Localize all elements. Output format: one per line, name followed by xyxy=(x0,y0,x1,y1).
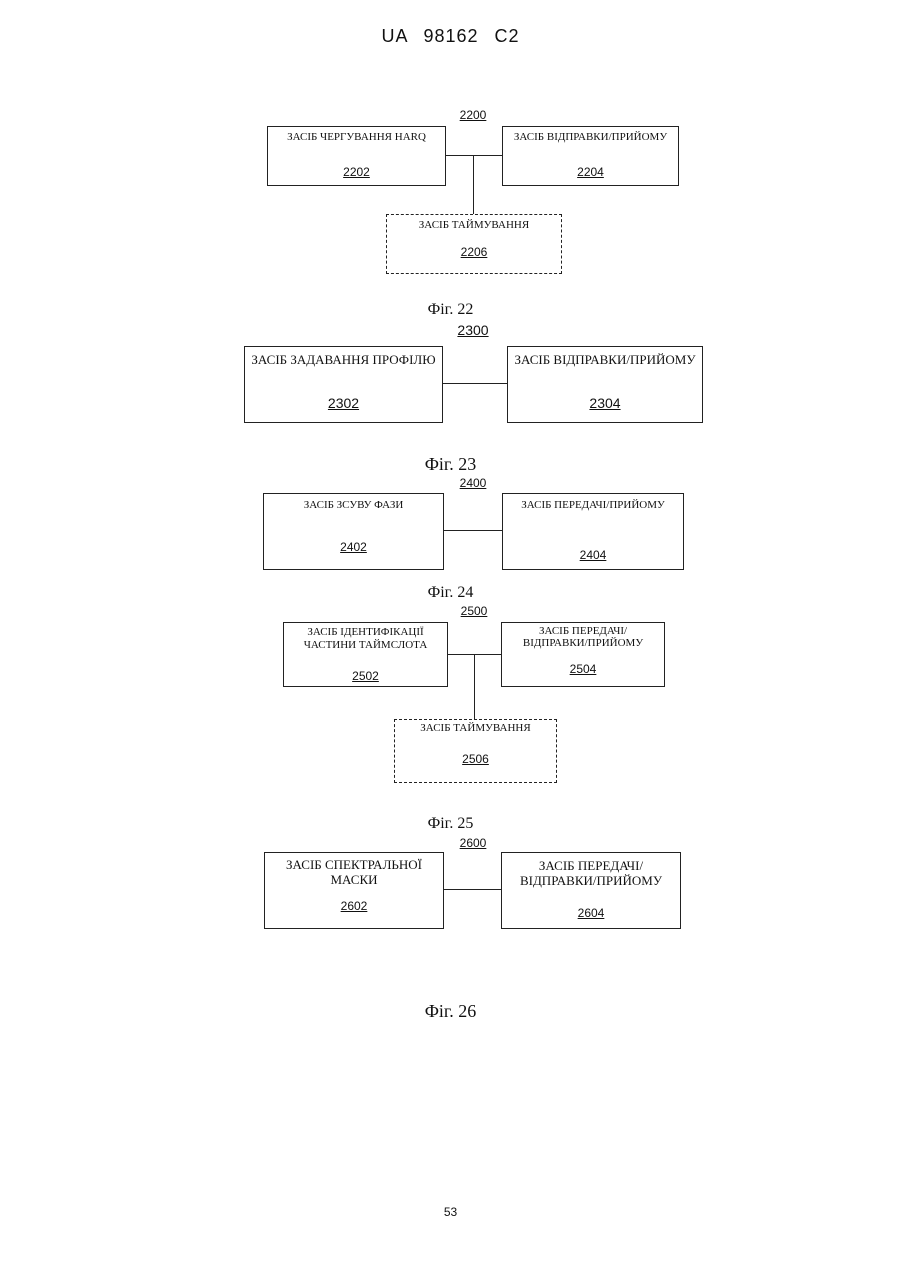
box-2302-label: ЗАСІБ ЗАДАВАННЯ ПРОФІЛЮ xyxy=(245,352,442,367)
box-2304: ЗАСІБ ВІДПРАВКИ/ПРИЙОМУ 2304 xyxy=(507,346,703,423)
box-2604-label-line1: ЗАСІБ ПЕРЕДАЧІ/ xyxy=(502,858,680,873)
box-2304-number: 2304 xyxy=(508,395,702,411)
box-2204-number: 2204 xyxy=(503,165,678,179)
box-2204-label: ЗАСІБ ВІДПРАВКИ/ПРИЙОМУ xyxy=(503,131,678,144)
box-2502-label-line1: ЗАСІБ ІДЕНТИФІКАЦІЇ xyxy=(284,626,447,639)
box-2506-label: ЗАСІБ ТАЙМУВАННЯ xyxy=(395,722,556,735)
box-2202: ЗАСІБ ЧЕРГУВАННЯ HARQ 2202 xyxy=(267,126,446,186)
fig25-ref: 2500 xyxy=(449,604,499,618)
box-2206-label: ЗАСІБ ТАЙМУВАННЯ xyxy=(387,219,561,232)
box-2502-label-line2: ЧАСТИНИ ТАЙМСЛОТА xyxy=(284,639,447,652)
box-2604-number: 2604 xyxy=(502,906,680,920)
box-2204: ЗАСІБ ВІДПРАВКИ/ПРИЙОМУ 2204 xyxy=(502,126,679,186)
box-2302: ЗАСІБ ЗАДАВАННЯ ПРОФІЛЮ 2302 xyxy=(244,346,443,423)
fig25-connector-vertical xyxy=(474,654,475,719)
box-2602-number: 2602 xyxy=(265,899,443,913)
fig23-ref: 2300 xyxy=(448,322,498,338)
box-2206: ЗАСІБ ТАЙМУВАННЯ 2206 xyxy=(386,214,562,274)
box-2404-number: 2404 xyxy=(503,548,683,562)
fig24-caption: Фіг. 24 xyxy=(0,584,901,602)
fig24-connector xyxy=(444,530,502,531)
box-2502: ЗАСІБ ІДЕНТИФІКАЦІЇ ЧАСТИНИ ТАЙМСЛОТА 25… xyxy=(283,622,448,687)
fig22-caption: Фіг. 22 xyxy=(0,301,901,319)
fig24-ref: 2400 xyxy=(448,476,498,490)
box-2604-label-line2: ВІДПРАВКИ/ПРИЙОМУ xyxy=(502,873,680,888)
page-number: 53 xyxy=(0,1205,901,1219)
box-2506: ЗАСІБ ТАЙМУВАННЯ 2506 xyxy=(394,719,557,783)
box-2402-number: 2402 xyxy=(264,540,443,554)
fig22-connector-horizontal xyxy=(446,155,502,156)
box-2604: ЗАСІБ ПЕРЕДАЧІ/ ВІДПРАВКИ/ПРИЙОМУ 2604 xyxy=(501,852,681,929)
fig22-ref: 2200 xyxy=(448,108,498,122)
box-2504: ЗАСІБ ПЕРЕДАЧІ/ ВІДПРАВКИ/ПРИЙОМУ 2504 xyxy=(501,622,665,687)
fig26-connector xyxy=(444,889,501,890)
fig22-connector-vertical xyxy=(473,155,474,214)
box-2304-label: ЗАСІБ ВІДПРАВКИ/ПРИЙОМУ xyxy=(508,352,702,367)
box-2302-number: 2302 xyxy=(245,395,442,411)
fig23-connector xyxy=(443,383,507,384)
patent-header: UA 98162 C2 xyxy=(0,26,901,47)
fig26-caption: Фіг. 26 xyxy=(0,1001,901,1022)
box-2602: ЗАСІБ СПЕКТРАЛЬНОЇ МАСКИ 2602 xyxy=(264,852,444,929)
box-2404: ЗАСІБ ПЕРЕДАЧІ/ПРИЙОМУ 2404 xyxy=(502,493,684,570)
box-2404-label: ЗАСІБ ПЕРЕДАЧІ/ПРИЙОМУ xyxy=(503,499,683,512)
box-2202-label: ЗАСІБ ЧЕРГУВАННЯ HARQ xyxy=(268,131,445,144)
box-2506-number: 2506 xyxy=(395,752,556,766)
box-2602-label: ЗАСІБ СПЕКТРАЛЬНОЇ МАСКИ xyxy=(265,857,443,887)
box-2202-number: 2202 xyxy=(268,165,445,179)
box-2206-number: 2206 xyxy=(387,245,561,259)
fig23-caption: Фіг. 23 xyxy=(0,454,901,475)
box-2502-number: 2502 xyxy=(284,669,447,683)
box-2504-label-line2: ВІДПРАВКИ/ПРИЙОМУ xyxy=(502,637,664,650)
fig26-ref: 2600 xyxy=(448,836,498,850)
box-2402-label: ЗАСІБ ЗСУВУ ФАЗИ xyxy=(264,499,443,512)
fig25-caption: Фіг. 25 xyxy=(0,815,901,833)
box-2504-number: 2504 xyxy=(502,662,664,676)
box-2402: ЗАСІБ ЗСУВУ ФАЗИ 2402 xyxy=(263,493,444,570)
